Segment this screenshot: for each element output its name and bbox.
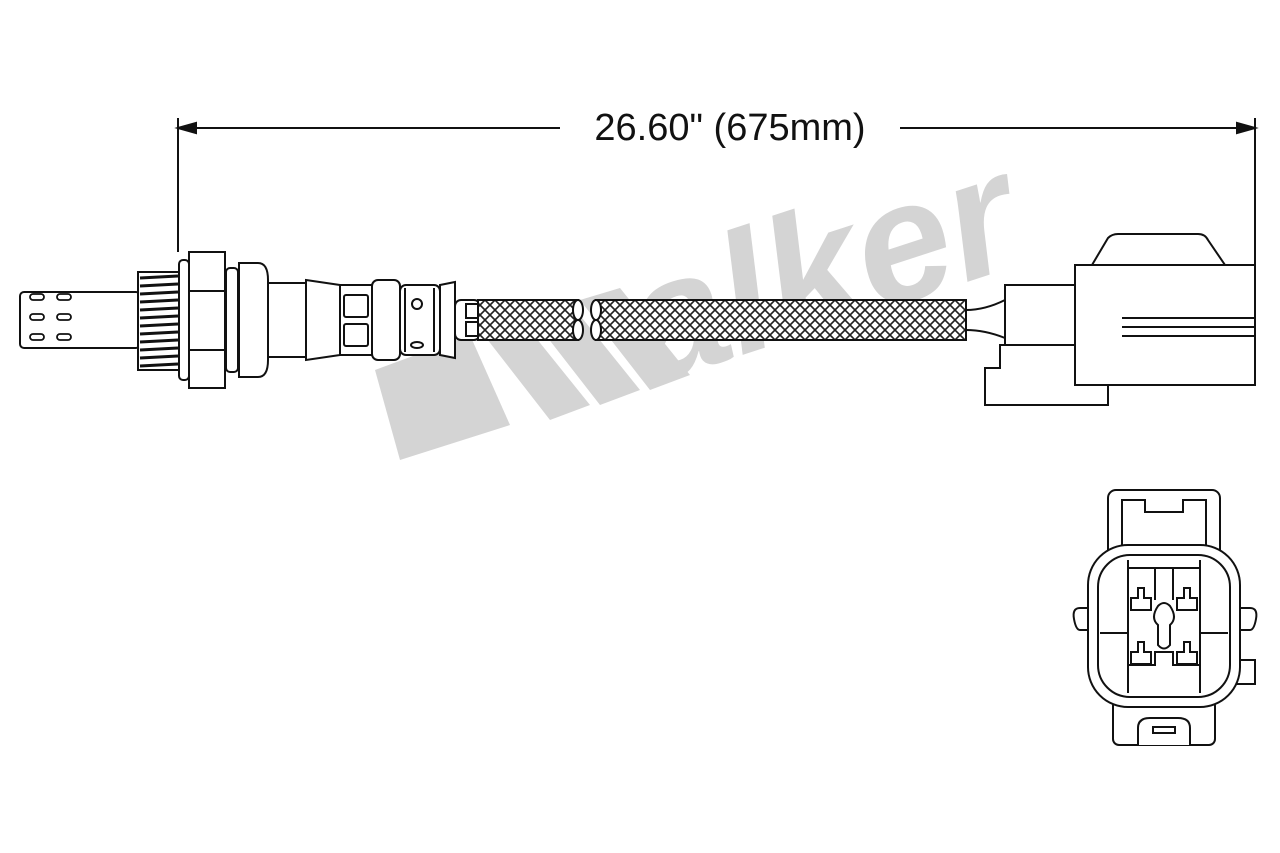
tip-slots bbox=[29, 293, 72, 341]
svg-text:alker: alker bbox=[603, 114, 1047, 420]
connector-pins bbox=[1130, 587, 1198, 665]
hex-nut bbox=[188, 251, 226, 389]
sensor-body bbox=[19, 251, 481, 389]
braided-cable bbox=[477, 299, 1006, 341]
dimension-label: 26.60" (675mm) bbox=[560, 106, 900, 150]
connector-side-view bbox=[984, 233, 1256, 406]
dimension-text: 26.60" (675mm) bbox=[586, 107, 874, 149]
walker-watermark-logo: alker bbox=[375, 114, 1046, 460]
connector-front-view bbox=[1072, 489, 1258, 746]
sensor-threads bbox=[137, 271, 181, 371]
keyway bbox=[1153, 602, 1175, 650]
